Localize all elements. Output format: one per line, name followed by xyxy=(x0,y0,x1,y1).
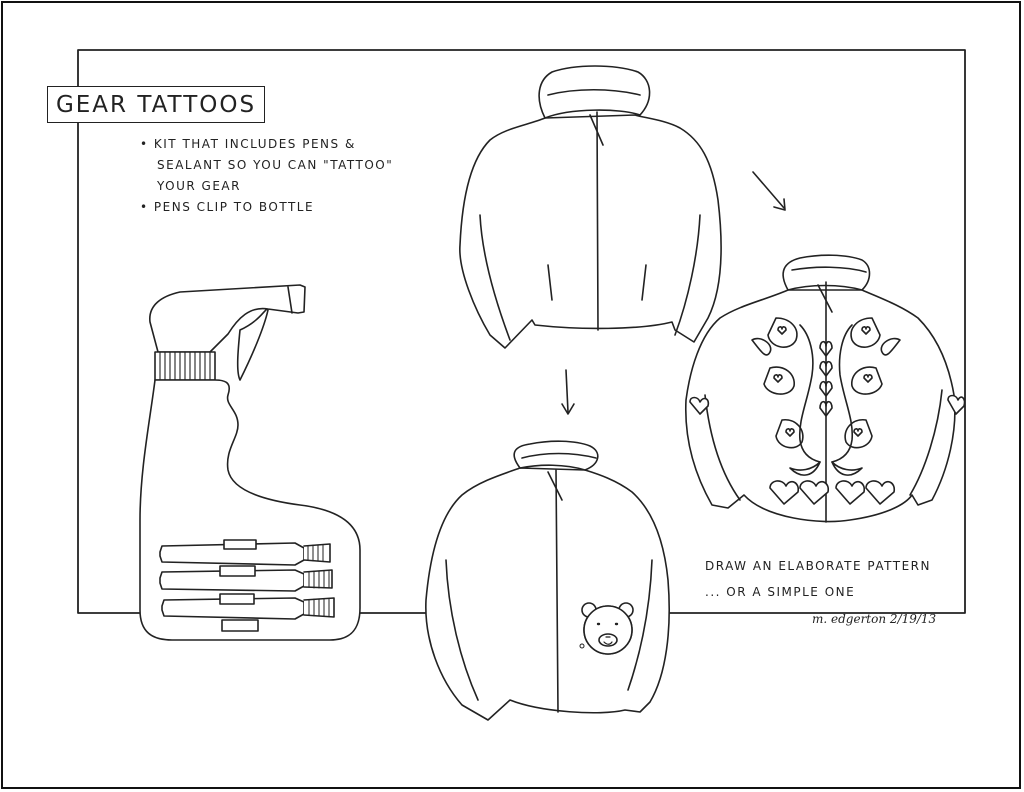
pen-2 xyxy=(159,565,333,592)
bear-face-illustration xyxy=(579,602,634,655)
plain-jacket-illustration xyxy=(459,65,722,349)
arrow-diagonal xyxy=(752,171,786,211)
title-box: GEAR TATTOOS xyxy=(47,86,265,123)
arrow-down xyxy=(561,369,575,415)
pen-3 xyxy=(161,593,335,632)
pattern-caption: DRAW AN ELABORATE PATTERN ... OR A SIMPL… xyxy=(705,553,931,605)
patterned-jacket-illustration xyxy=(684,254,966,523)
caption-line: ... OR A SIMPLE ONE xyxy=(705,585,856,599)
note-line: • PENS CLIP TO BOTTLE xyxy=(140,200,315,214)
note-line: SEALANT SO YOU CAN "TATTOO" xyxy=(157,158,394,172)
spray-bottle-illustration xyxy=(139,284,361,641)
page-title: GEAR TATTOOS xyxy=(55,91,257,118)
bear-jacket-illustration xyxy=(425,440,670,721)
note-line: • KIT THAT INCLUDES PENS & xyxy=(140,137,356,151)
artist-signature: m. edgerton 2/19/13 xyxy=(812,612,937,626)
caption-line: DRAW AN ELABORATE PATTERN xyxy=(705,559,931,573)
note-line: YOUR GEAR xyxy=(157,179,241,193)
feature-notes: • KIT THAT INCLUDES PENS & SEALANT SO YO… xyxy=(140,134,470,218)
pen-1 xyxy=(159,539,331,566)
